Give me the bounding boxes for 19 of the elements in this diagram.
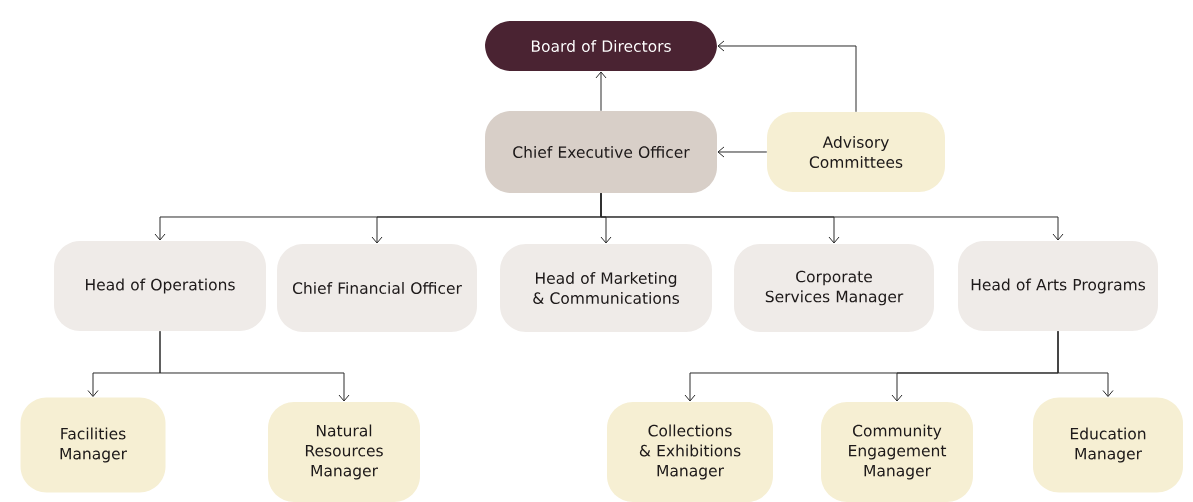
- manager-box: Facilities Manager: [20, 397, 166, 493]
- arrow: [600, 192, 1064, 241]
- department-box: Head of Arts Programs: [958, 241, 1158, 331]
- arrow: [595, 71, 607, 112]
- arrow: [1057, 330, 1114, 397]
- arrow: [159, 330, 350, 402]
- arrow: [717, 40, 857, 113]
- manager-box: Community Engagement Manager: [821, 402, 973, 502]
- executive-box: Chief Executive Officer: [485, 111, 717, 193]
- department-box: Head of Marketing & Communications: [500, 244, 712, 332]
- department-box: Corporate Services Manager: [734, 244, 934, 332]
- committee-box: Advisory Committees: [767, 112, 945, 192]
- manager-box: Education Manager: [1033, 397, 1183, 493]
- department-box: Head of Operations: [54, 241, 266, 331]
- manager-box: Natural Resources Manager: [268, 402, 420, 502]
- department-box: Chief Financial Officer: [277, 244, 477, 332]
- manager-box: Collections & Exhibitions Manager: [607, 402, 773, 502]
- arrow: [717, 146, 768, 158]
- board-box: Board of Directors: [485, 21, 717, 71]
